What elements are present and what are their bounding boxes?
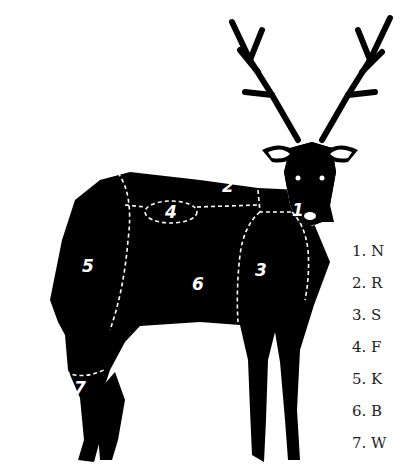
- legend-entry: 3. S: [352, 308, 381, 323]
- callout-number: 4: [165, 204, 177, 221]
- callout-number: 3: [255, 262, 267, 279]
- callout-number: 6: [192, 276, 204, 293]
- legend-entry: 5. K: [352, 372, 382, 387]
- callout-number: 5: [82, 258, 94, 275]
- legend-entry: 2. R: [352, 276, 382, 291]
- legend-entry: 1. N: [352, 244, 384, 259]
- legend-entry: 6. B: [352, 404, 382, 419]
- callout-number: 7: [74, 380, 86, 397]
- legend-entry: 7. W: [352, 436, 387, 451]
- callout-number: 2: [222, 178, 234, 195]
- legend-entry: 4. F: [352, 340, 382, 355]
- callout-number: 1: [292, 202, 304, 219]
